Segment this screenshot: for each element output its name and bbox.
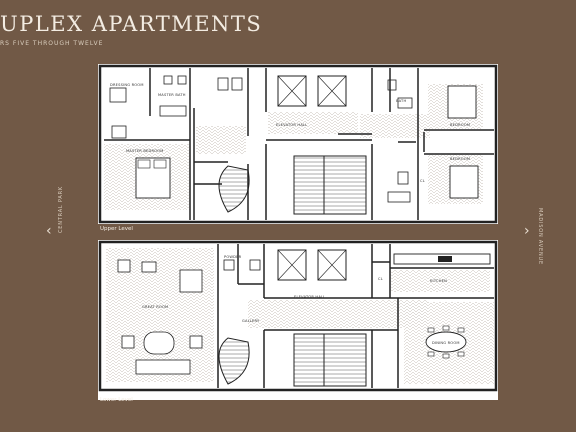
room-label-bedroom-2: BEDROOM bbox=[450, 157, 470, 161]
room-label-powder: POWDER bbox=[224, 255, 242, 259]
side-label-madison-avenue: MADISON AVENUE bbox=[537, 208, 543, 265]
dining-table bbox=[425, 331, 467, 353]
upper-plan-svg: DRESSING ROOM MASTER BATH MASTER BEDROOM… bbox=[98, 64, 498, 224]
prev-arrow-icon[interactable]: ‹ bbox=[46, 223, 52, 239]
lower-level-floorplan: GREAT ROOM POWDER ELEVATOR HALL GALLERY … bbox=[98, 240, 498, 400]
room-label-cl: CL bbox=[420, 179, 425, 183]
gallery-floor bbox=[248, 300, 428, 328]
room-label-gallery: GALLERY bbox=[242, 319, 260, 323]
next-arrow-icon[interactable]: › bbox=[524, 223, 530, 239]
room-label-master-bath: MASTER BATH bbox=[158, 93, 186, 97]
side-label-central-park: CENTRAL PARK bbox=[58, 186, 64, 233]
spiral-stair-lower bbox=[218, 337, 250, 385]
room-label-dressing: DRESSING ROOM bbox=[110, 83, 144, 87]
room-label-bedroom: BEDROOM bbox=[450, 123, 470, 127]
room-label-great-room: GREAT ROOM bbox=[142, 305, 168, 309]
room-label-kitchen: KITCHEN bbox=[430, 279, 447, 283]
spiral-stair-upper bbox=[218, 165, 250, 213]
room-label-bath: BATH bbox=[396, 99, 406, 103]
lower-level-label: Lower Level bbox=[100, 397, 133, 403]
master-bed bbox=[135, 157, 171, 199]
lower-plan-svg: GREAT ROOM POWDER ELEVATOR HALL GALLERY … bbox=[98, 240, 498, 392]
page-title: UPLEX APARTMENTS bbox=[0, 12, 263, 36]
room-label-master-bedroom: MASTER BEDROOM bbox=[126, 149, 164, 153]
bedroom2-bed bbox=[449, 165, 479, 199]
room-label-dining-room: DINING ROOM bbox=[432, 341, 460, 345]
upper-level-floorplan: DRESSING ROOM MASTER BATH MASTER BEDROOM… bbox=[98, 64, 498, 224]
page-subtitle: RS FIVE THROUGH TWELVE bbox=[0, 40, 104, 47]
elevator-hall-floor bbox=[268, 112, 358, 134]
room-label-elevator-hall: ELEVATOR HALL bbox=[276, 123, 307, 127]
kitchen-floor bbox=[390, 270, 490, 292]
upper-level-label: Upper Level bbox=[100, 226, 133, 232]
room-label-elevator-hall: ELEVATOR HALL bbox=[294, 295, 325, 299]
coffee-table bbox=[143, 331, 175, 355]
kitchen-counter bbox=[393, 253, 491, 265]
stairs-upper bbox=[293, 155, 367, 215]
room-label-cl: CL bbox=[378, 277, 383, 281]
sofa bbox=[135, 359, 191, 375]
bedroom-bed bbox=[447, 85, 477, 119]
game-table bbox=[179, 269, 203, 293]
stairs-lower bbox=[293, 333, 367, 387]
